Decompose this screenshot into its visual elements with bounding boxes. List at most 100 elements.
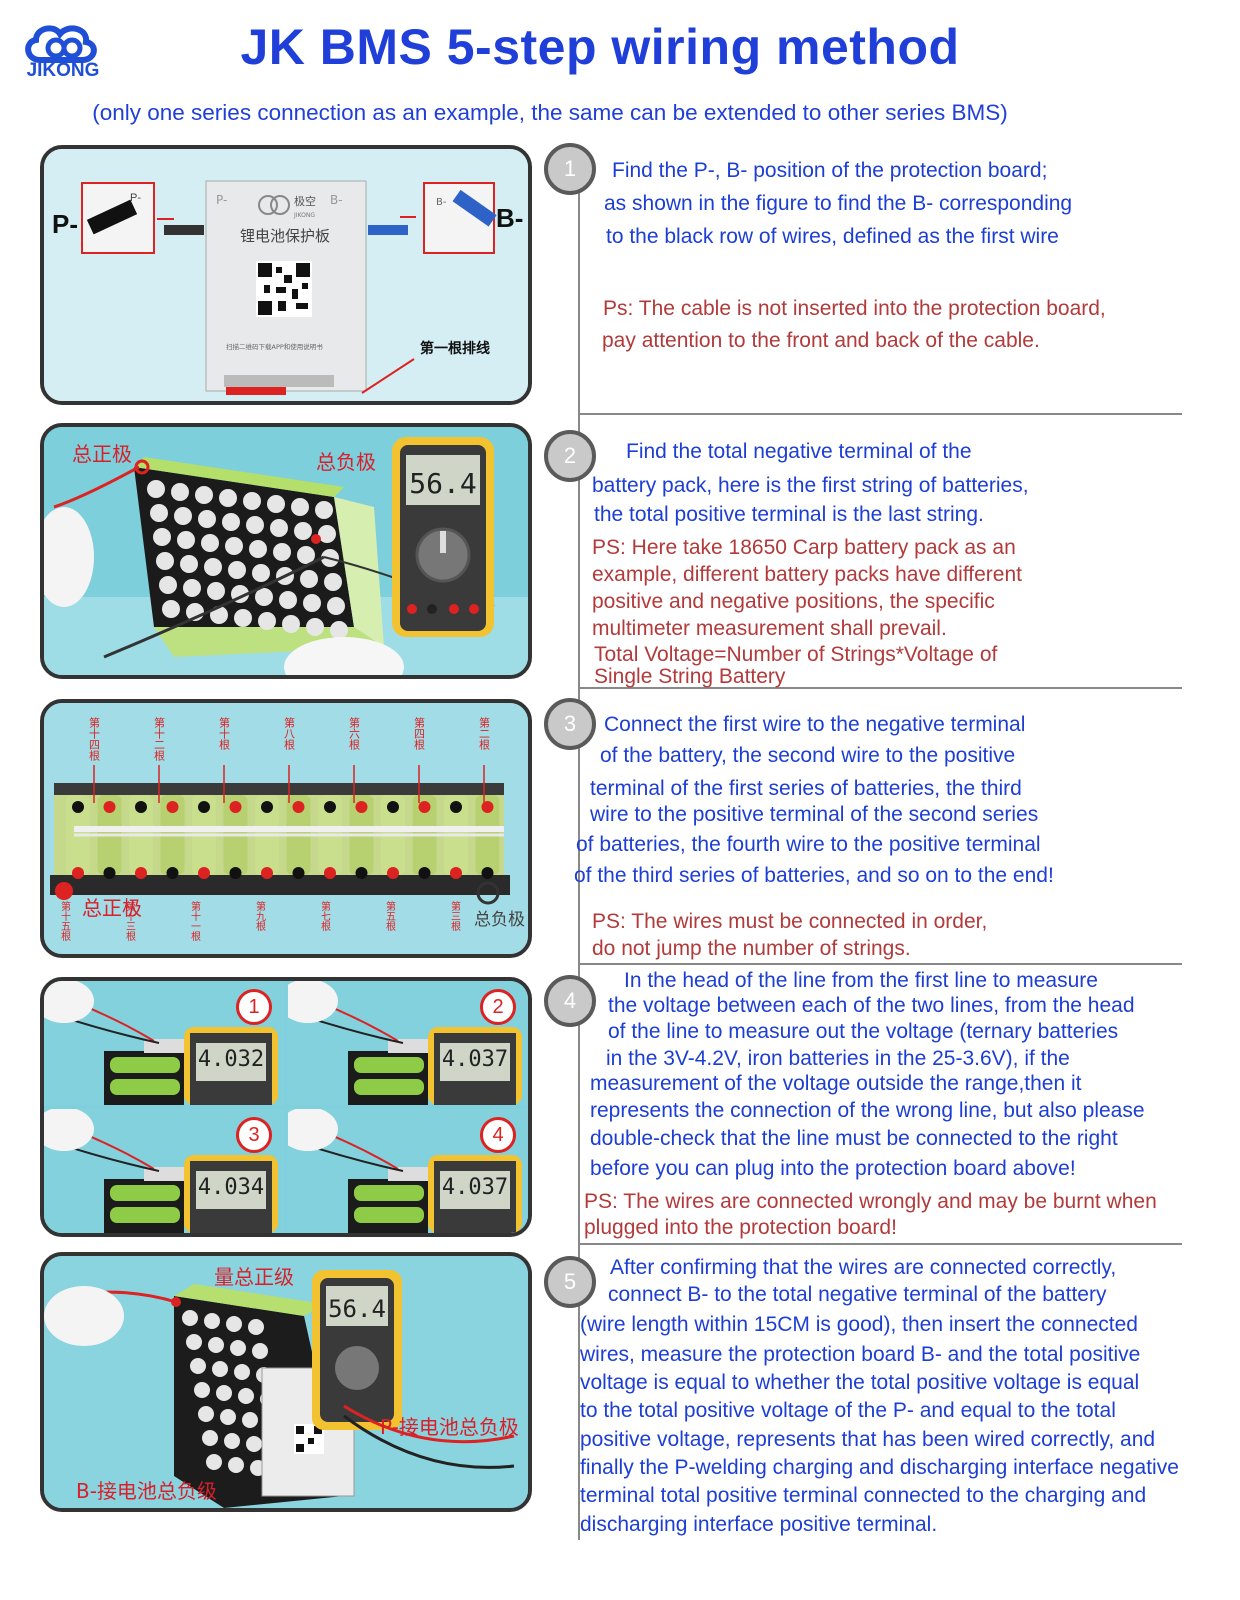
svg-text:扫描二维码下载APP和使用说明书: 扫描二维码下载APP和使用说明书 <box>226 342 323 351</box>
terminal-dot <box>387 801 399 813</box>
step4-line: double-check that the line must be conne… <box>590 1127 1118 1150</box>
step-divider <box>580 1243 1182 1245</box>
terminal-dot <box>387 867 399 879</box>
wire-number-label: 第十五根 <box>59 900 71 942</box>
step1-line: as shown in the figure to find the B- co… <box>604 192 1073 215</box>
battery-cell <box>156 552 174 570</box>
battery-cell <box>220 1409 236 1425</box>
step2-ps: multimeter measurement shall prevail. <box>592 617 947 640</box>
battery-cell <box>198 510 216 528</box>
step3-ps: PS: The wires must be connected in order… <box>592 910 988 933</box>
step-divider <box>580 963 1182 965</box>
step-badge-1: 1 <box>544 143 596 195</box>
step-badge-2: 2 <box>544 430 596 482</box>
measurement-number-badge: 2 <box>480 989 516 1025</box>
step4-line: before you can plug into the protection … <box>590 1157 1076 1180</box>
terminal-dot <box>450 801 462 813</box>
step5-line: (wire length within 15CM is good), then … <box>580 1313 1138 1336</box>
terminal-dot <box>261 867 273 879</box>
battery-cell <box>171 483 189 501</box>
step4-line: In the head of the line from the first l… <box>624 969 1098 992</box>
battery-cell <box>147 480 165 498</box>
p-minus-connection-label: P-接电池总负极 <box>380 1415 519 1439</box>
battery-cell <box>195 486 213 504</box>
svg-text:P-: P- <box>130 192 141 204</box>
timeline-line <box>578 150 580 1540</box>
battery-cell <box>258 612 276 630</box>
battery-cell <box>204 558 222 576</box>
step5-line: to the total positive voltage of the P- … <box>580 1399 1116 1422</box>
battery-pack <box>134 457 384 657</box>
battery-cell <box>206 1454 222 1470</box>
battery-cell <box>230 1340 246 1356</box>
wire-number-label: 第七根 <box>319 900 331 932</box>
step5-line: discharging interface positive terminal. <box>580 1513 938 1536</box>
wire-number-label: 第三根 <box>449 900 461 932</box>
battery-cell <box>294 522 312 540</box>
step3-line: wire to the positive terminal of the sec… <box>590 803 1039 826</box>
measurement-number-badge: 3 <box>236 1117 272 1153</box>
battery-cell <box>153 528 171 546</box>
step1-line: Find the P-, B- position of the protecti… <box>612 159 1048 182</box>
jikong-logo <box>18 18 108 88</box>
battery-cell <box>234 1364 250 1380</box>
multimeter-reading: 4.037 <box>441 1175 509 1200</box>
multimeter-reading: 4.034 <box>197 1175 265 1200</box>
battery-cell <box>219 489 237 507</box>
terminal-dot <box>229 867 242 879</box>
step3-line: of the third series of batteries, and so… <box>574 864 1054 887</box>
step-badge-3: 3 <box>544 698 596 750</box>
terminal-dot <box>481 801 494 813</box>
terminal-dot <box>261 801 273 813</box>
battery-cell <box>194 1382 210 1398</box>
battery-cell <box>327 597 345 615</box>
step4-line: measurement of the voltage outside the r… <box>590 1072 1082 1095</box>
battery-cell <box>208 1337 224 1353</box>
svg-text:锂电池保护板: 锂电池保护板 <box>240 227 330 245</box>
terminal-dot <box>418 801 431 813</box>
total-negative-label: 总负极 <box>316 450 376 474</box>
terminal-dot <box>103 801 116 813</box>
battery-cell <box>303 594 321 612</box>
step5-image: 56.4 量总正级 P-接电池总负极 B-接电池总负级 <box>40 1252 532 1512</box>
battery-cell <box>180 555 198 573</box>
battery-cell <box>246 1436 262 1452</box>
battery-cell <box>198 1406 214 1422</box>
terminal-dot <box>450 867 462 879</box>
battery-cell <box>318 525 336 543</box>
terminal-dot <box>481 867 494 879</box>
total-negative-label: 总负极 <box>474 910 525 930</box>
step2-ps: Total Voltage=Number of Strings*Voltage … <box>594 643 998 666</box>
step5-line: positive voltage, represents that has be… <box>580 1428 1156 1451</box>
battery-cell <box>252 1343 268 1359</box>
wire-number-label: 第五根 <box>384 900 396 932</box>
battery-cell <box>228 1457 244 1473</box>
step2-line: the total positive terminal is the last … <box>594 503 984 526</box>
first-wire-label: 第一根排线 <box>420 340 490 357</box>
step3-line: Connect the first wire to the negative t… <box>604 713 1026 736</box>
step2-line: Find the total negative terminal of the <box>626 440 972 463</box>
step3-line: terminal of the first series of batterie… <box>590 777 1022 800</box>
step3-line: of the battery, the second wire to the p… <box>600 744 1016 767</box>
terminal-dot <box>355 867 368 879</box>
battery-cell <box>174 507 192 525</box>
terminal-dot <box>166 801 179 813</box>
terminal-dot <box>229 801 242 813</box>
step1-ps: Ps: The cable is not inserted into the p… <box>603 297 1106 320</box>
battery-cell <box>324 573 342 591</box>
step4-line: in the 3V-4.2V, iron batteries in the 25… <box>606 1047 1070 1070</box>
cloud-logo-icon <box>25 25 97 63</box>
battery-cell <box>282 615 300 633</box>
step3-image: 第十四根第十二根第十根第八根第六根第四根第二根 第十五根第十三根第十一根第九根第… <box>40 699 532 958</box>
terminal-dot <box>292 867 305 879</box>
step3-ps: do not jump the number of strings. <box>592 937 911 960</box>
wire-number-label: 第十二根 <box>153 716 166 762</box>
wire-number-label: 第十根 <box>218 716 231 751</box>
battery-cell <box>177 531 195 549</box>
step2-ps: positive and negative positions, the spe… <box>592 590 995 613</box>
step-badge-5: 5 <box>544 1256 596 1308</box>
step-badge-4: 4 <box>544 975 596 1027</box>
